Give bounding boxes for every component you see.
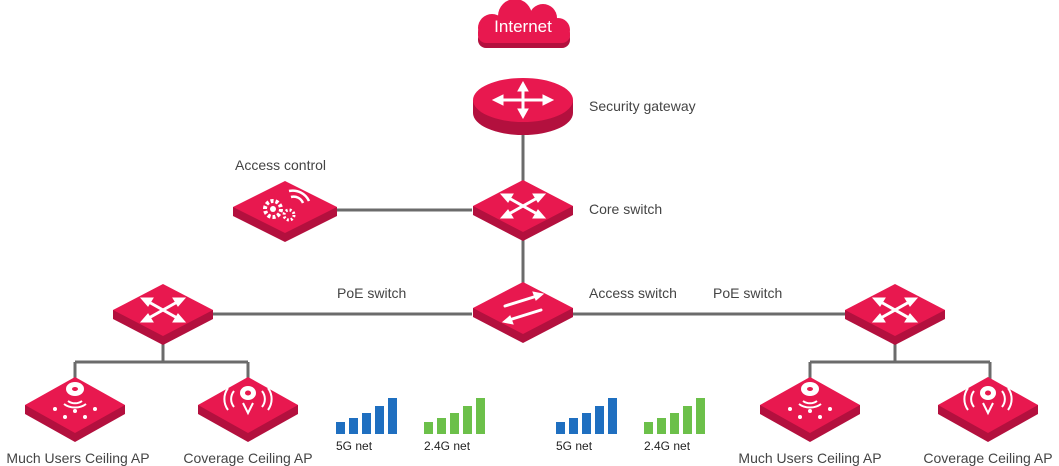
signal-24g-right-icon — [644, 398, 705, 434]
poe-switch-left-label: PoE switch — [337, 285, 406, 301]
poe-switch-right-label: PoE switch — [713, 285, 782, 301]
ap-coverage-right-label: Coverage Ceiling AP — [923, 450, 1052, 466]
links — [73, 110, 992, 392]
access-control-label: Access control — [235, 157, 326, 173]
ap-much-users-right-icon — [759, 376, 861, 443]
signal-5g-left-label: 5G net — [336, 439, 373, 453]
access-control-icon — [231, 179, 339, 244]
ap-coverage-right-icon — [937, 376, 1039, 443]
ap-much-users-left-label: Much Users Ceiling AP — [6, 450, 149, 466]
ap-much-users-right-label: Much Users Ceiling AP — [738, 450, 881, 466]
ap-much-users-left-icon — [24, 376, 126, 443]
poe-switch-left-icon — [111, 282, 215, 347]
core-switch-icon — [471, 178, 575, 243]
internet-label: Internet — [494, 17, 552, 36]
signal-5g-right-icon — [556, 398, 617, 434]
poe-switch-right-icon — [843, 282, 947, 347]
signal-24g-left-label: 2.4G net — [424, 439, 471, 453]
access-switch-icon — [471, 280, 575, 345]
core-switch-label: Core switch — [589, 201, 662, 217]
ap-coverage-left-icon — [197, 376, 299, 443]
signal-5g-left-icon — [336, 398, 397, 434]
ap-coverage-left-label: Coverage Ceiling AP — [183, 450, 312, 466]
signal-24g-right-label: 2.4G net — [644, 439, 691, 453]
security-gateway-icon — [471, 76, 575, 137]
signal-5g-right-label: 5G net — [556, 439, 593, 453]
signal-24g-left-icon — [424, 398, 485, 434]
access-switch-label: Access switch — [589, 285, 677, 301]
security-gateway-label: Security gateway — [589, 98, 696, 114]
internet-cloud-icon: Internet — [478, 0, 570, 48]
